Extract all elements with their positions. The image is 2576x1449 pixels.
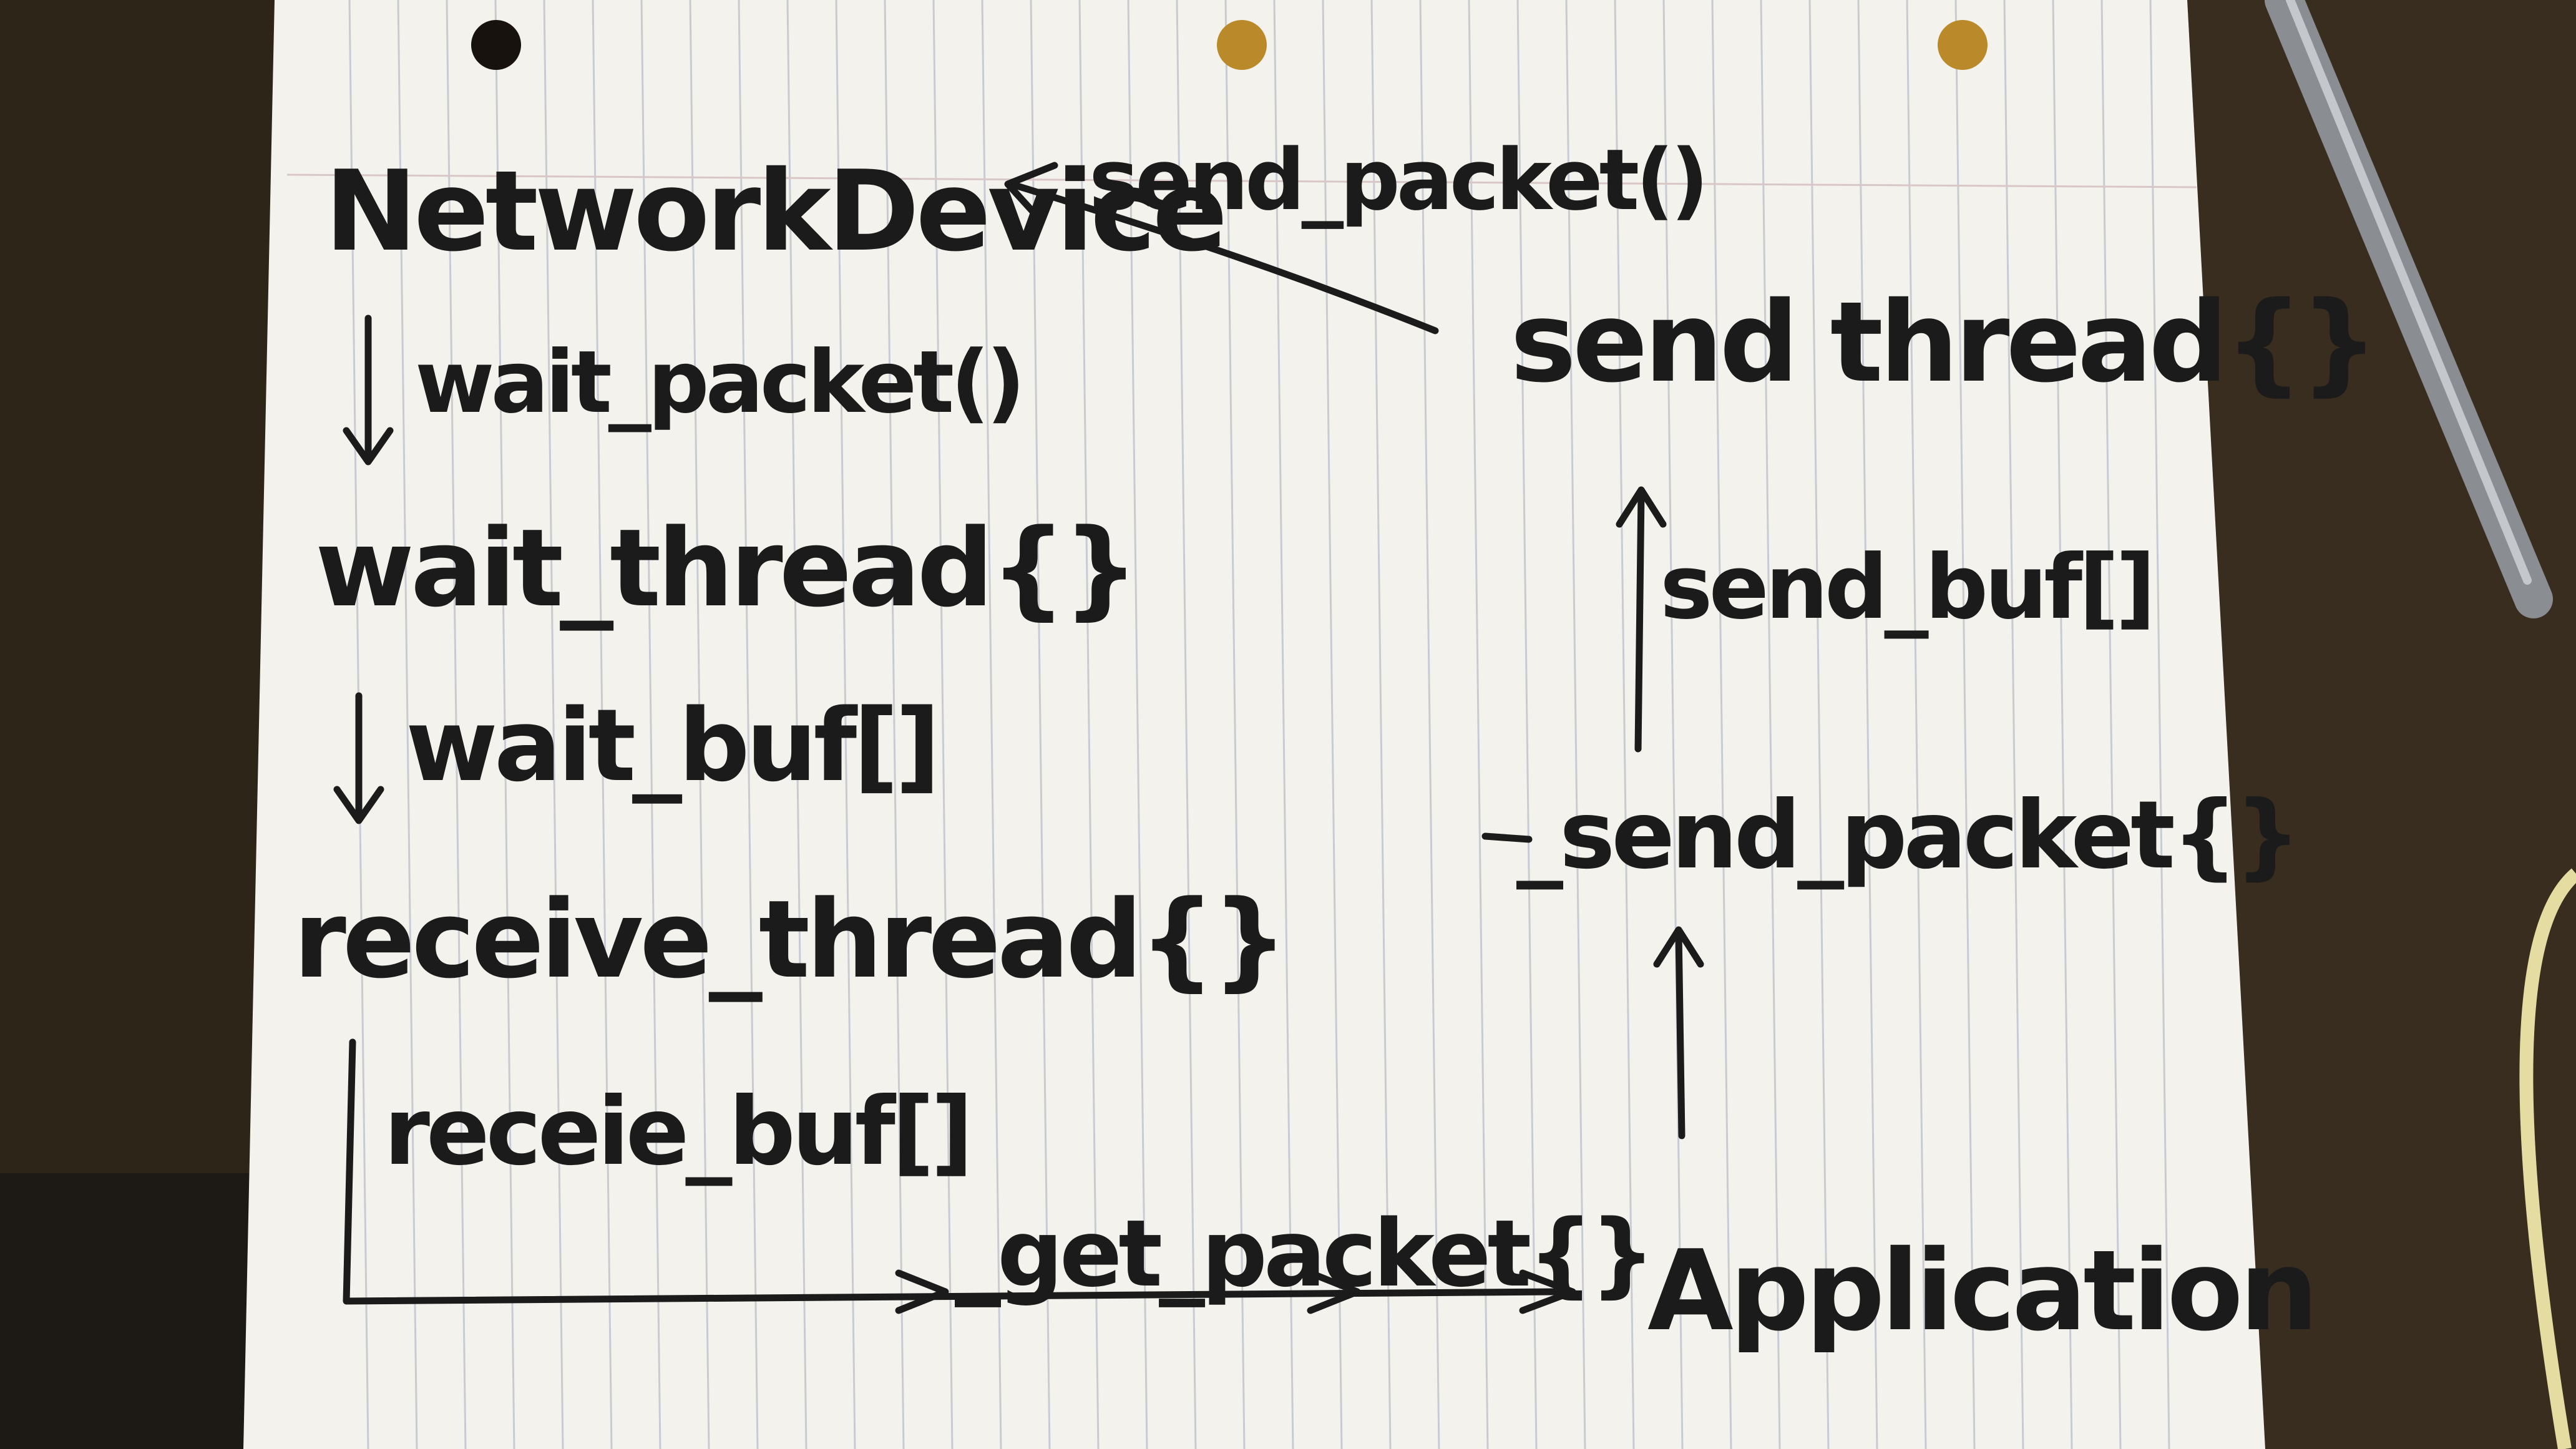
rule-line	[1760, 0, 1781, 1449]
edge-label-wait-packet: wait_packet()	[415, 332, 1022, 432]
edge-label-wait-buf: wait_buf[]	[406, 687, 937, 804]
rule-line	[1808, 0, 1830, 1449]
rule-line	[1662, 0, 1684, 1449]
rule-line	[2003, 0, 2024, 1449]
connector-arrows	[333, 162, 1704, 1314]
arrowhead-device	[1004, 162, 1058, 222]
node-application: Application	[1647, 1226, 2315, 1355]
rule-line	[494, 0, 515, 1449]
rule-line	[1322, 0, 1343, 1449]
arrowhead-receive-2	[1307, 1269, 1361, 1314]
rule-line	[543, 0, 564, 1449]
rule-line	[397, 0, 418, 1449]
rule-line	[1906, 0, 1927, 1449]
node-receive-thread: receive_thread{}	[293, 877, 1284, 1002]
arrowhead-receive-1	[895, 1269, 949, 1314]
rule-lines	[348, 0, 2170, 1449]
rule-line	[592, 0, 613, 1449]
arrow-send-buf	[1634, 489, 1645, 753]
arrowhead-send-thread	[1616, 486, 1667, 528]
arrow-stub-send-packet	[1481, 832, 1533, 843]
rule-line	[2100, 0, 2122, 1449]
arrow-receive-buf	[343, 1038, 1558, 1305]
punch-hole-left	[471, 20, 521, 70]
keyboard-edge	[0, 1173, 262, 1449]
rule-line	[1370, 0, 1392, 1449]
arrowhead-application	[1519, 1269, 1576, 1314]
punch-hole-right	[1938, 20, 1988, 70]
edge-label-send-buf: send_buf[]	[1660, 536, 2152, 639]
node-wait-thread: wait_thread{}	[315, 505, 1135, 631]
node-send-packet: _send_packet{}	[1516, 781, 2297, 890]
edge-label-get-packet: _get_packet{}	[955, 1200, 1652, 1307]
rule-line	[1516, 0, 1538, 1449]
arrowhead-send-packet	[1653, 926, 1704, 968]
pen	[2265, 0, 2553, 618]
node-send-thread: send thread{}	[1510, 278, 2375, 407]
rule-line	[1273, 0, 1294, 1449]
rule-line	[1419, 0, 1440, 1449]
rule-line	[2052, 0, 2073, 1449]
node-network-device: NetworkDevice	[324, 147, 1224, 276]
edge-label-send-packet: send_packet()	[1089, 131, 1705, 229]
rule-line	[786, 0, 807, 1449]
arrow-app-to-send-packet	[1675, 929, 1686, 1139]
rule-line	[1468, 0, 1489, 1449]
rule-line	[1711, 0, 1732, 1449]
rule-line	[1954, 0, 1976, 1449]
rule-line	[1176, 0, 1197, 1449]
rule-line	[884, 0, 905, 1449]
edge-label-receive-buf: receie_buf[]	[384, 1078, 970, 1186]
rule-line	[2149, 0, 2170, 1449]
rule-line	[1857, 0, 1878, 1449]
rule-line	[446, 0, 467, 1449]
rule-line	[1224, 0, 1246, 1449]
paper-sheet	[243, 0, 2265, 1449]
rule-line	[738, 0, 759, 1449]
rule-line	[981, 0, 1002, 1449]
rule-line	[1565, 0, 1586, 1449]
rule-line	[835, 0, 856, 1449]
rule-line	[640, 0, 661, 1449]
rule-line	[1127, 0, 1148, 1449]
arrowhead-wait-packet	[343, 427, 394, 466]
rule-line	[932, 0, 954, 1449]
rule-line	[1078, 0, 1100, 1449]
rule-line	[1030, 0, 1051, 1449]
margin-line	[286, 173, 2197, 188]
rule-line	[689, 0, 710, 1449]
arrowhead-wait-buf	[333, 786, 384, 824]
arrow-send-to-device	[1007, 180, 1439, 334]
rule-line	[1614, 0, 1635, 1449]
cable	[2519, 868, 2576, 1449]
punch-hole-middle	[1217, 20, 1267, 70]
